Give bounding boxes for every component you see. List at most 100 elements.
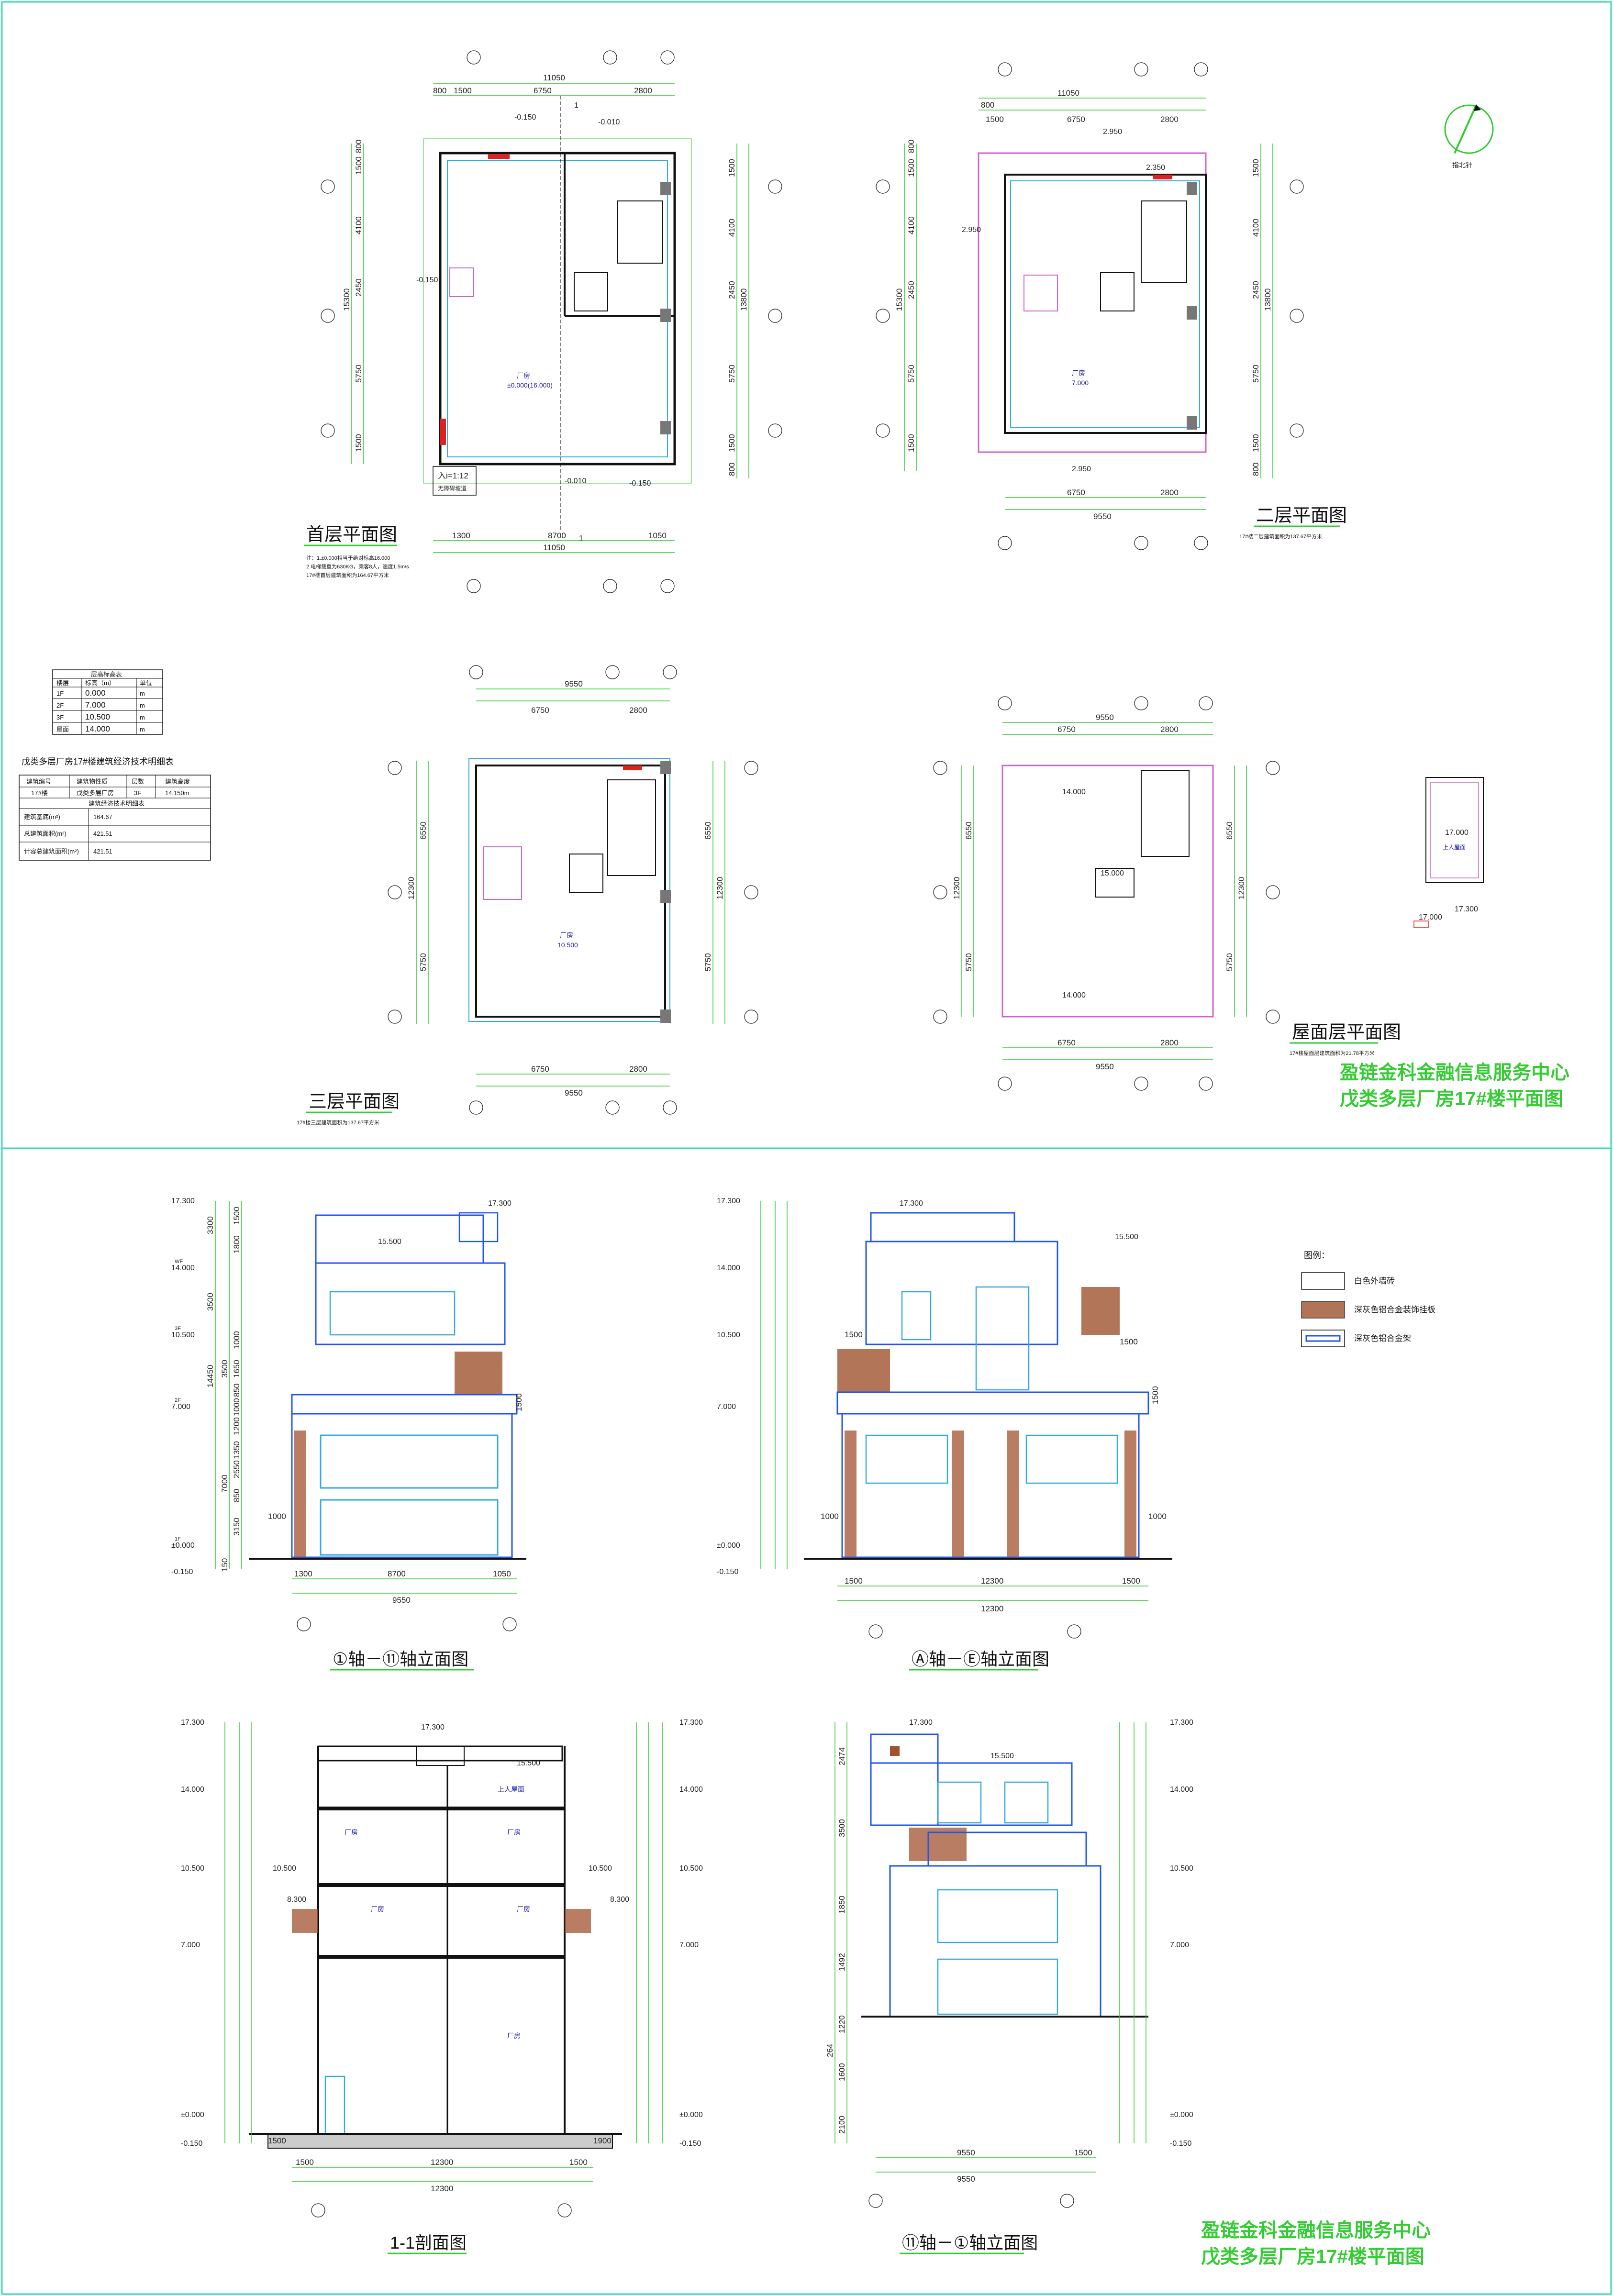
plan1-bottom-part-3: 1050 [648, 531, 667, 540]
section-mid-level-2: 15.500 [517, 1759, 540, 1767]
roof-elevator-machine [1095, 868, 1135, 898]
section-room-6: 上人屋面 [498, 1786, 524, 1793]
plan1-left-part-4: 2450 [354, 278, 363, 297]
plan2-left-total: 15300 [895, 288, 904, 311]
plan2-left-part-1: 800 [907, 140, 916, 153]
side-level-5: ±0.000 [717, 1542, 740, 1550]
level-table-header-level: 标高（m） [85, 679, 115, 687]
plan3-right-part-1: 6550 [703, 821, 712, 840]
plan3-top-part-1: 6750 [531, 706, 549, 715]
side-dim: 1500 [1120, 1337, 1138, 1346]
section-room-1: 厂房 [345, 1829, 358, 1836]
section-room-5: 厂房 [507, 2032, 521, 2040]
economic-table-cell: 总建筑面积(m²) [24, 830, 67, 837]
section-level-3: 10.500 [181, 1864, 204, 1873]
section-mid-level-4: 8.300 [287, 1896, 306, 1904]
economic-table-cell: 3F [134, 789, 141, 797]
plan3-elevator [569, 854, 603, 893]
level-table: 层高标高表 楼层 标高（m） 单位 1F 0.000 m 2F 7.000 m … [52, 669, 163, 735]
sheet-title-line-1: 盈链金科金融信息服务中心 [1340, 1062, 1569, 1083]
plan2-bottom-total: 9550 [1093, 512, 1112, 521]
side-bottom-total: 12300 [981, 1604, 1003, 1613]
roof-note: 17#楼屋面层建筑面积为21.78平方米 [1290, 1050, 1375, 1056]
side-level-1: 17.300 [717, 1197, 740, 1205]
back-bottom-part-1: 9550 [957, 2148, 975, 2157]
level-table-cell: 3F [56, 714, 64, 721]
level-table-cell: m [140, 714, 145, 721]
plan1-bottom-part-1: 1300 [452, 531, 470, 540]
roof-top-total: 9550 [1096, 713, 1114, 722]
front-elevation-title: ①轴－⑪轴立面图 [333, 1649, 468, 1669]
plan1-left-part-1: 800 [354, 140, 363, 153]
level-table-title: 层高标高表 [91, 671, 122, 678]
plan1-section-mark-bottom: 1 [579, 534, 583, 543]
plan1-left-part-6: 1500 [354, 434, 363, 452]
plan1-right-part-4: 5750 [727, 365, 736, 383]
plan2-room-level: 7.000 [1072, 379, 1089, 387]
plan1-outer-wall [439, 152, 676, 466]
roof-level-b: 15.000 [1101, 869, 1124, 877]
plan1-bottom-total: 11050 [543, 543, 565, 552]
roof-left-part-1: 6550 [964, 821, 973, 840]
plan2-top-part-1: 800 [981, 100, 994, 110]
section-level-right: 7.000 [679, 1941, 699, 1949]
front-left-dim-3: 14450 [206, 1365, 215, 1387]
legend-label-3: 深灰色铝合金架 [1354, 1334, 1411, 1343]
economic-table-title: 戊类多层厂房17#楼建筑经济技术明细表 [22, 757, 174, 766]
economic-table-cell: 164.67 [93, 813, 112, 821]
back-left-dim: 3500 [837, 1819, 846, 1837]
plan3-title: 三层平面图 [309, 1092, 400, 1112]
plan2-level-b: 2.950 [962, 226, 981, 234]
section-level-right: 10.500 [679, 1864, 703, 1873]
plan1-ramp-sub: 无障碍坡道 [438, 485, 467, 492]
plan1-level-a: -0.150 [514, 113, 536, 122]
section-level-4: 7.000 [181, 1941, 200, 1949]
plan1-room: 厂房 [517, 372, 530, 379]
plan1-bottom-part-2: 8700 [548, 531, 566, 540]
economic-table-header: 层数 [132, 778, 144, 785]
roof-right-part-2: 5750 [1225, 953, 1234, 971]
section-mid-level-1: 17.300 [421, 1723, 445, 1731]
plan1-window-line [447, 160, 668, 457]
roof-room: 上人屋面 [1443, 844, 1466, 851]
economic-table-cell: 17#楼 [31, 789, 48, 797]
plan2-balcony-outline [978, 152, 1207, 453]
plan2-top-part-4: 2800 [1160, 115, 1179, 124]
front-sub-dim: 1200 [232, 1417, 241, 1435]
plan2-toilet [1023, 275, 1058, 311]
back-level-5: ±0.000 [1170, 2111, 1193, 2119]
front-sub-dim: 2550 [232, 1460, 241, 1478]
front-level-3: 10.500 [171, 1331, 195, 1339]
side-top-level-b: 15.500 [1115, 1233, 1138, 1241]
side-bottom-part-3: 1500 [1122, 1576, 1140, 1586]
plan1-top-part-3: 6750 [534, 86, 552, 95]
back-top-level-b: 15.500 [990, 1752, 1014, 1760]
level-table-cell: 屋面 [56, 726, 69, 733]
plan2-top-part-3: 6750 [1067, 115, 1085, 124]
plan3-right-part-2: 5750 [703, 953, 712, 971]
front-sub-dim: 850 [232, 1489, 241, 1502]
plan2-right-part-4: 5750 [1251, 365, 1260, 383]
front-left-dim-6: 150 [220, 1558, 229, 1572]
section-level-right: ±0.000 [679, 2111, 703, 2119]
level-table-cell: 1F [56, 690, 64, 697]
roof-right-total: 12300 [1237, 877, 1246, 899]
economic-table-cell: 建筑基底(m²) [24, 813, 60, 821]
plan1-right-part-1: 1500 [727, 159, 736, 177]
front-left-dim-4: 3500 [220, 1360, 229, 1378]
plan2-level-a: 2.950 [1103, 128, 1122, 136]
legend-label-2: 深灰色铝合金装饰挂板 [1354, 1305, 1435, 1314]
plan1-right-part-5: 1500 [727, 434, 736, 452]
level-table-cell: 10.500 [85, 712, 110, 721]
front-elevation: 15.500 17.300 1500 17.300 14.000 10.500 … [171, 1197, 526, 1671]
plan1-title: 首层平面图 [306, 525, 397, 545]
front-parapet-dim: 1500 [514, 1393, 523, 1411]
bottom-sheet-title-line-1: 盈链金科金融信息服务中心 [1201, 2219, 1431, 2241]
plan1-ramp-label: 入i=1:12 [438, 471, 468, 480]
plan1-toilet [449, 267, 474, 297]
plan2-right-total: 13800 [1263, 288, 1272, 311]
front-level-5: ±0.000 [171, 1542, 195, 1550]
plan1-right-part-6: 800 [727, 463, 736, 476]
plan2-level-c: 2.950 [1072, 465, 1091, 473]
roof-plan: 14.000 15.000 14.000 17.000 17.300 17.00… [933, 696, 1484, 1091]
